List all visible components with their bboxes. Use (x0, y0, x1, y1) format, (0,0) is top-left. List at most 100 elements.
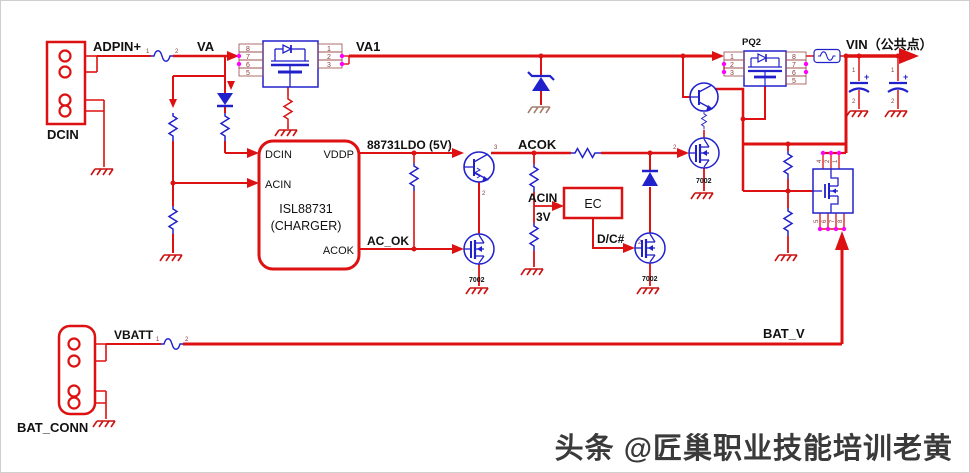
fuse-vbatt (161, 338, 183, 350)
charger-pin-acok: ACOK (323, 245, 355, 257)
pack1-pin: 6 (246, 62, 250, 69)
mosfet-part: 7002 (696, 178, 712, 185)
mosfet-part: 7002 (469, 277, 485, 284)
net-3v: 3V (536, 210, 551, 224)
net-vbatt: VBATT (114, 328, 154, 342)
cap-pin: 2 (852, 99, 856, 105)
pq2-pin: 6 (792, 70, 796, 77)
tiny-pin-digits: 1 2 1 2 1 3 2 2 2 (146, 49, 677, 343)
fuse-vin-body (813, 48, 841, 64)
vin-capacitor-1: + 1 2 (848, 68, 870, 105)
pack1-pin: 5 (246, 70, 250, 77)
svg-text:3: 3 (494, 145, 498, 151)
net-va: VA (197, 39, 215, 54)
bjt-vin-gate (689, 82, 719, 112)
junction-dots (170, 53, 901, 252)
vin-capacitor-2: + 1 2 (887, 68, 909, 105)
ec-block: EC (562, 186, 624, 220)
net-dc: D/C# (597, 232, 625, 246)
diodes (217, 71, 658, 186)
dcin-connector: DCIN (45, 40, 87, 142)
resistor (219, 113, 231, 141)
pack3-pin: 1 (833, 159, 839, 163)
resistors (167, 96, 794, 251)
pack3-pin: 2 (825, 159, 831, 163)
svg-text:1: 1 (146, 49, 150, 55)
pack1-pin: 7 (246, 54, 250, 61)
cap-pin: 1 (852, 68, 856, 74)
charger-ic: DCIN ACIN VDDP ACOK ISL88731 (CHARGER) (257, 139, 361, 271)
resistor (571, 146, 601, 160)
resistor (528, 164, 540, 192)
mosfet-dc-7002: 7002 (634, 232, 666, 283)
resistor (782, 208, 794, 236)
charger-part: ISL88731 (279, 202, 333, 216)
pack1-pin: 3 (327, 62, 331, 69)
wires (80, 54, 899, 419)
net-ac-ok: AC_OK (367, 234, 409, 248)
bjt-acok (463, 151, 495, 183)
charger-function: (CHARGER) (271, 219, 342, 233)
pack1-pin: 1 (327, 46, 331, 53)
pack3-pin: 6 (822, 219, 828, 223)
svg-text:2: 2 (185, 337, 189, 343)
cap-pin: 2 (891, 99, 895, 105)
diode-dc (642, 169, 658, 186)
cap-pin: 1 (891, 68, 895, 74)
fuse-adpin (151, 50, 173, 62)
svg-text:2: 2 (482, 191, 486, 197)
pq2-pin: 5 (792, 78, 796, 85)
net-ldo: 88731LDO (5V) (367, 138, 452, 152)
pq2-pin: 1 (730, 54, 734, 61)
pack3-pin: 7 (830, 219, 836, 223)
svg-text:2: 2 (638, 240, 642, 246)
charger-pin-dcin: DCIN (265, 149, 292, 161)
pin-dots (236, 53, 847, 232)
battery-fet-pack: 4 2 1 5 6 7 8 (812, 159, 854, 223)
pq2-refdes: PQ2 (742, 37, 761, 48)
mosfet-part: 7002 (642, 276, 658, 283)
pack3-pin: 5 (814, 219, 820, 223)
net-vin: VIN（公共点） (846, 37, 933, 52)
net-adpin: ADPIN+ (93, 39, 141, 54)
pq2-pin: 8 (792, 54, 796, 61)
pq2-pin: 2 (730, 62, 734, 69)
resistor (167, 113, 179, 141)
ec-label: EC (584, 197, 601, 211)
resistor (782, 151, 794, 179)
pq2-pin: 7 (792, 62, 796, 69)
pack3-pin: 4 (817, 159, 823, 163)
watermark: 头条 @匠巢职业技能培训老黄 (555, 431, 953, 465)
pq2-pin: 3 (730, 70, 734, 77)
fuses (151, 48, 841, 350)
svg-text:1: 1 (156, 337, 160, 343)
net-acok: ACOK (518, 137, 557, 152)
resistor (700, 112, 708, 130)
mosfet-acok-7002: 7002 (463, 233, 495, 284)
zener-va1 (527, 71, 555, 91)
charger-pin-acin: ACIN (265, 179, 291, 191)
svg-text:2: 2 (175, 49, 179, 55)
resistor (167, 206, 179, 234)
resistor (282, 96, 294, 124)
net-bat-v: BAT_V (763, 326, 805, 341)
svg-text:2: 2 (673, 145, 677, 151)
diode-dcin (217, 93, 233, 108)
resistor (528, 223, 540, 251)
charger-pin-vddp: VDDP (323, 149, 354, 161)
bat-connector-label: BAT_CONN (17, 420, 88, 435)
dcin-connector-label: DCIN (47, 127, 79, 142)
svg-text:1: 1 (448, 146, 452, 152)
bat-connector: BAT_CONN (17, 324, 97, 435)
net-acin: ACIN (528, 191, 557, 205)
net-arrows (169, 48, 919, 254)
fuse-vin-wave (818, 51, 836, 61)
cap-plus: + (864, 72, 869, 82)
mosfet-right-7002: 7002 (688, 137, 720, 185)
net-va1: VA1 (356, 39, 380, 54)
pack3-pin: 8 (838, 219, 844, 223)
grounds (90, 106, 908, 428)
cap-plus: + (903, 72, 908, 82)
